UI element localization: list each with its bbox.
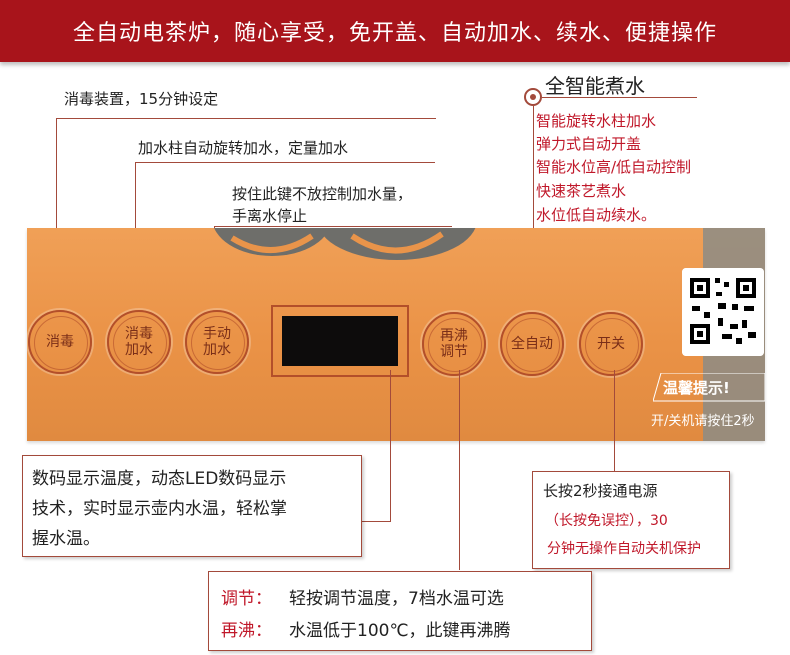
tips-label: 温馨提示! 开/关机请按住2秒 (651, 373, 765, 433)
power-button[interactable]: 开关 (579, 312, 643, 376)
leader-display-v (390, 370, 391, 522)
smart-item: 智能旋转水柱加水 (536, 112, 657, 130)
disinfect-button[interactable]: 消毒 (28, 310, 92, 374)
adjust-text: 轻按调节温度，7档水温可选 (289, 589, 504, 609)
display-desc-line: 握水温。 (32, 529, 100, 549)
power-description-box: 长按2秒接通电源 （长按免误控），30 分钟无操作自动关机保护 (532, 471, 730, 569)
tips-title: 温馨提示! (663, 379, 730, 397)
smart-item: 智能水位高/低自动控制 (536, 158, 692, 176)
mascot-graphic (214, 228, 476, 260)
reboil-text: 水温低于100℃，此键再沸腾 (289, 621, 511, 641)
smart-item: 快速茶艺煮水 (536, 182, 627, 200)
leader-manual-h (214, 226, 452, 227)
display-description-box: 数码显示温度，动态LED数码显示 技术，实时显示壶内水温，轻松掌 握水温。 (22, 455, 362, 557)
full-auto-button[interactable]: 全自动 (500, 312, 564, 376)
manual-annotation-line2: 手离水停止 (232, 207, 308, 225)
reboil-label: 再沸： (221, 621, 272, 641)
leader-disinfect-v (56, 118, 57, 298)
power-desc-line: 分钟无操作自动关机保护 (547, 541, 701, 557)
power-desc-line: 长按2秒接通电源 (543, 482, 658, 500)
display-desc-line: 数码显示温度，动态LED数码显示 (32, 469, 287, 489)
adjust-description-box: 调节： 轻按调节温度，7档水温可选 再沸： 水温低于100℃，此键再沸腾 (208, 571, 592, 651)
disinfect-add-water-button[interactable]: 消毒 加水 (107, 310, 171, 374)
led-display (271, 305, 409, 377)
manual-add-water-button[interactable]: 手动 加水 (185, 310, 249, 374)
leader-power-v (614, 370, 615, 472)
leader-smart-h (542, 97, 697, 98)
tips-text: 开/关机请按住2秒 (651, 414, 755, 429)
control-panel: 消毒 消毒 加水 手动 加水 再沸 调节 全自动 开关 温馨提示! 开/关机请按… (27, 228, 765, 441)
manual-annotation-line1: 按住此键不放控制加水量， (232, 185, 413, 203)
disinfect-annotation: 消毒装置，15分钟设定 (64, 90, 219, 108)
power-desc-line: （长按免误控），30 (545, 513, 668, 529)
reboil-adjust-button[interactable]: 再沸 调节 (422, 312, 486, 376)
leader-adjust-v (459, 370, 460, 570)
led-screen (282, 316, 398, 366)
display-desc-line: 技术，实时显示壶内水温，轻松掌 (32, 499, 287, 519)
smart-title: 全智能煮水 (545, 74, 645, 98)
leader-smart-v (533, 106, 534, 296)
smart-item: 弹力式自动开盖 (536, 135, 642, 153)
banner-title: 全自动电茶炉，随心享受，免开盖、自动加水、续水、便捷操作 (72, 21, 717, 46)
leader-disinfect-h (56, 118, 436, 119)
add-water-annotation: 加水柱自动旋转加水，定量加水 (138, 139, 349, 157)
top-banner: 全自动电茶炉，随心享受，免开盖、自动加水、续水、便捷操作 (0, 0, 790, 62)
qr-code-icon (682, 268, 764, 356)
smart-item: 水位低自动续水。 (536, 206, 657, 224)
adjust-label: 调节： (221, 589, 272, 609)
leader-display-h (361, 521, 391, 522)
smart-marker-dot (524, 88, 542, 106)
leader-addwater-h (135, 162, 435, 163)
